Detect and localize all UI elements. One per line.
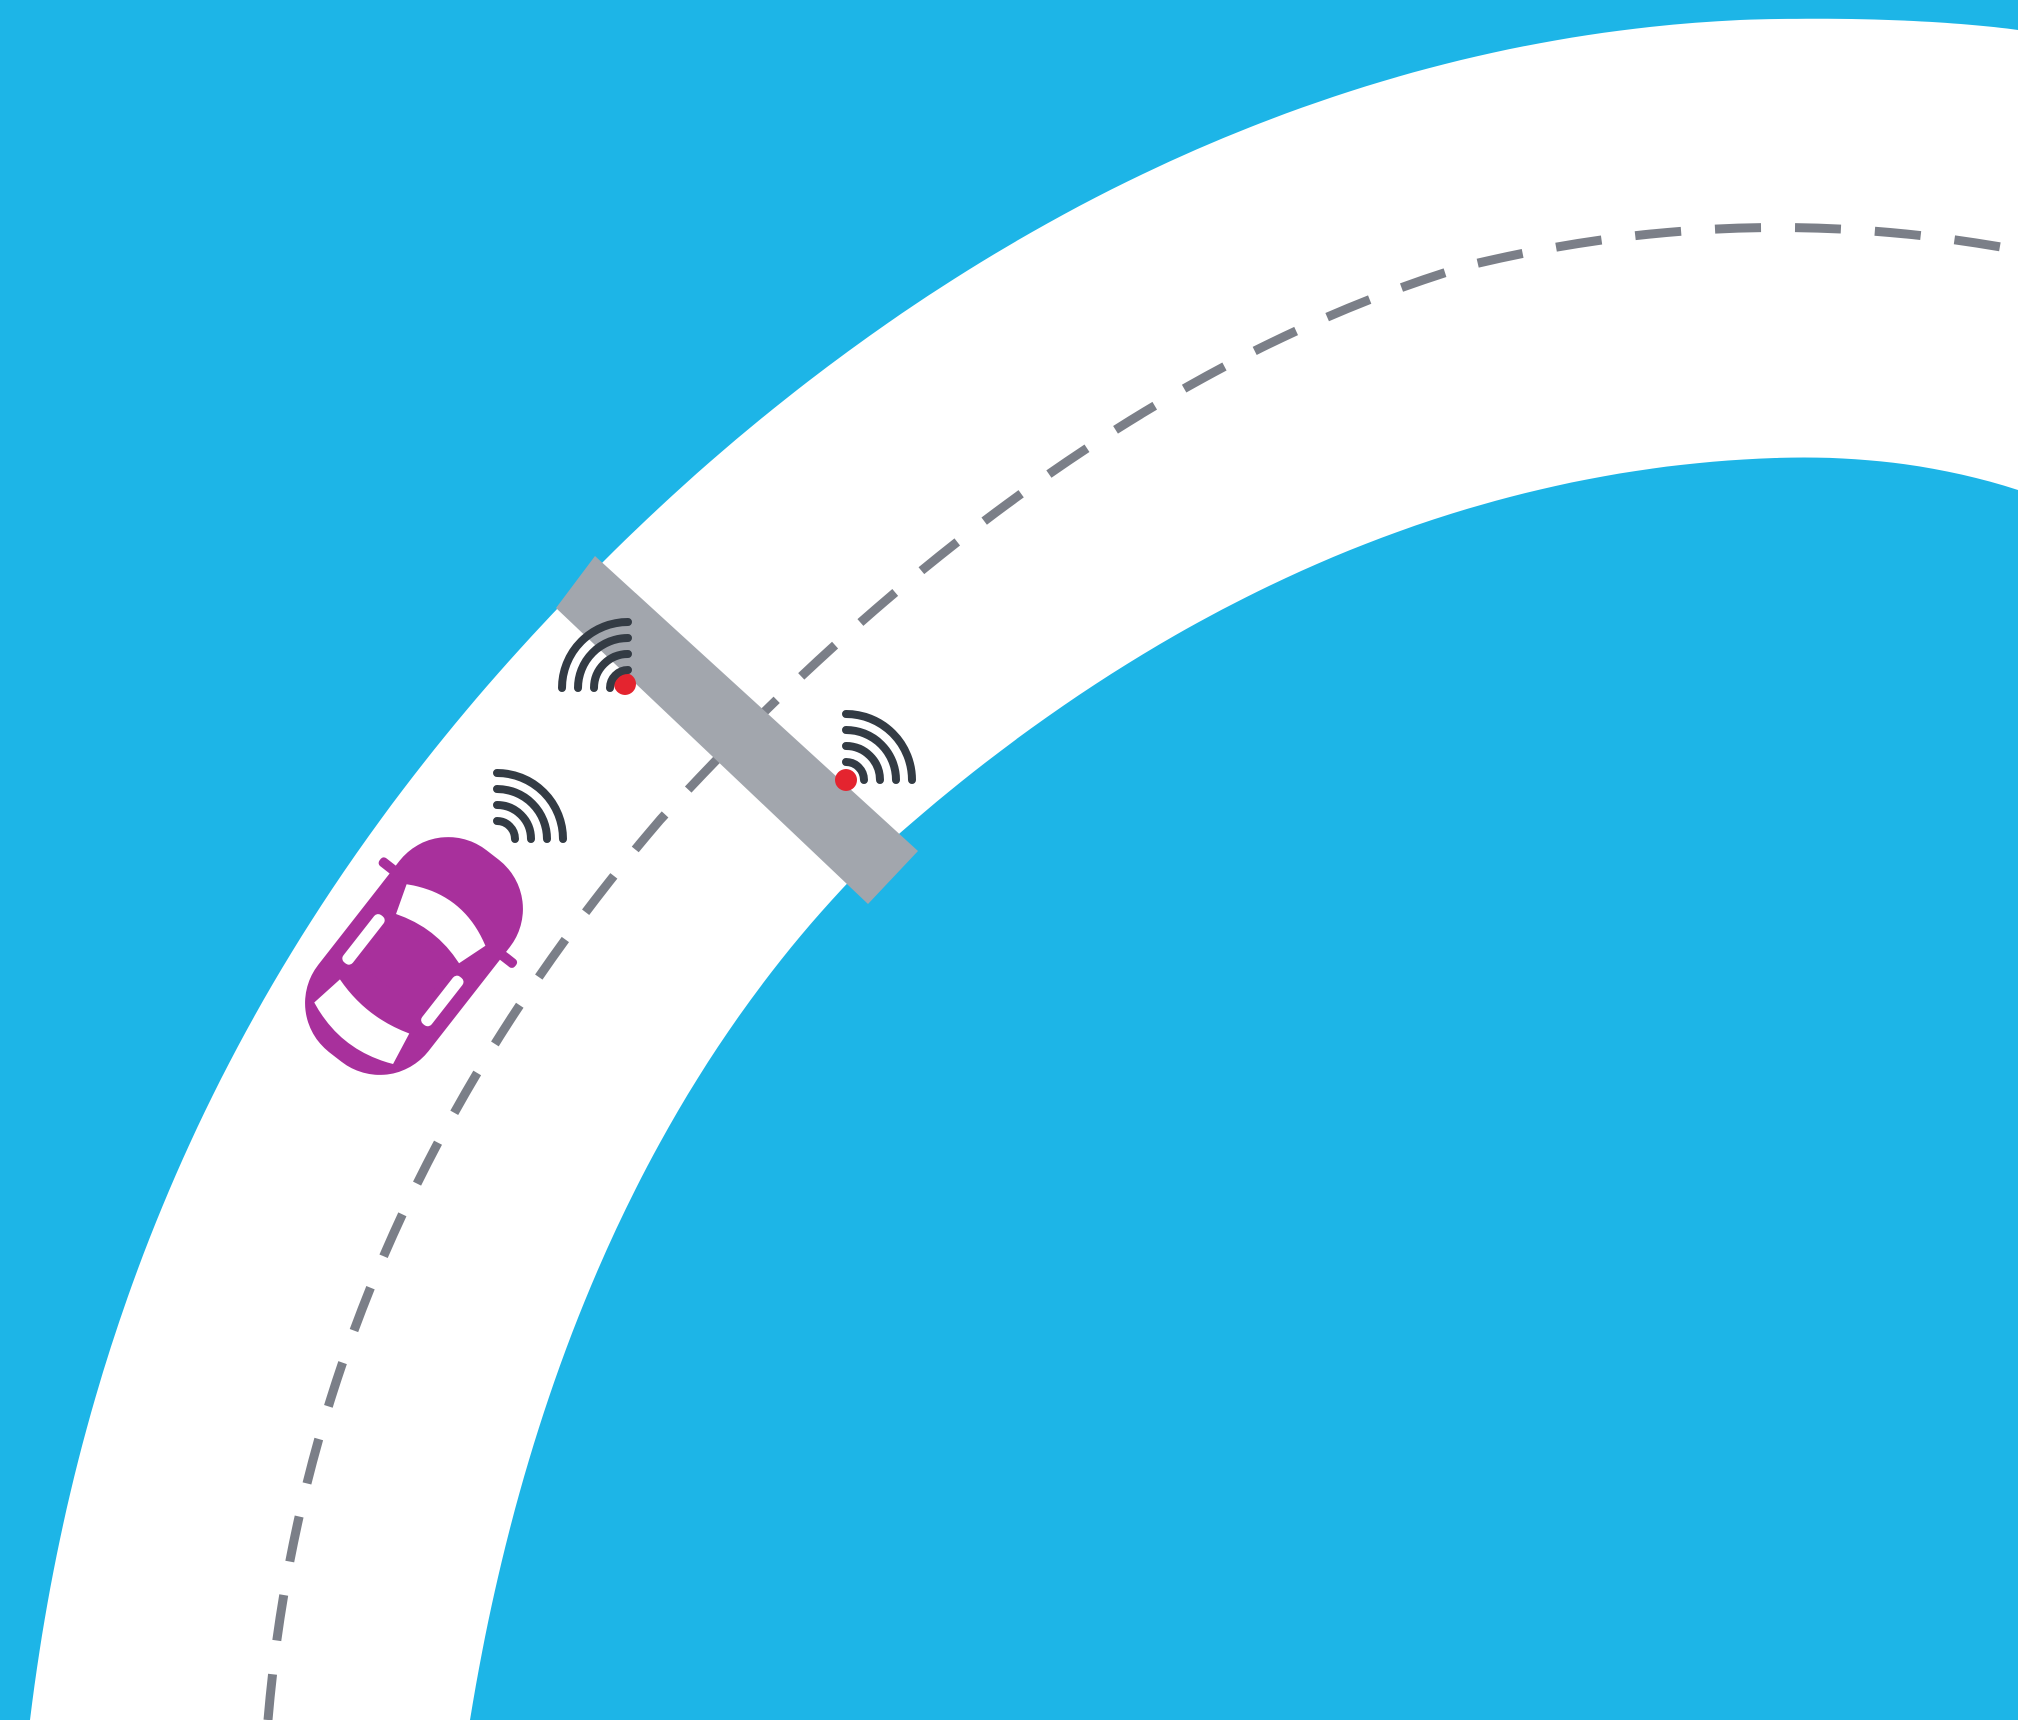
sensor-dot <box>835 769 857 791</box>
